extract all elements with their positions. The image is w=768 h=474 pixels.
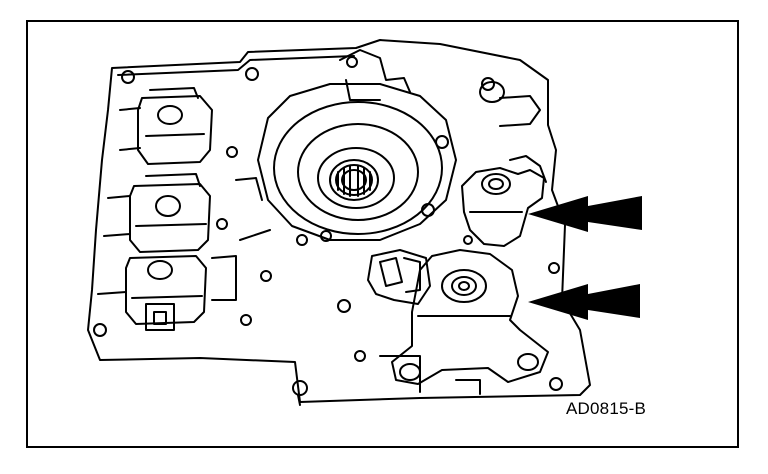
sensor-upper-right bbox=[461, 155, 547, 247]
connector-plug bbox=[367, 249, 431, 305]
central-bore bbox=[257, 49, 457, 241]
valve-body-plate bbox=[87, 39, 591, 403]
solenoid-upper-left bbox=[119, 87, 213, 165]
figure-frame bbox=[26, 20, 739, 448]
solenoid-lower-left bbox=[97, 255, 207, 331]
sensor-lower-right bbox=[391, 249, 549, 385]
arrow-upper bbox=[528, 196, 642, 232]
arrow-lower bbox=[528, 284, 640, 320]
figure-code-label: AD0815-B bbox=[566, 399, 647, 418]
bolt-holes bbox=[93, 56, 563, 396]
solenoid-middle-left bbox=[103, 173, 211, 253]
callout-arrows bbox=[528, 196, 642, 320]
